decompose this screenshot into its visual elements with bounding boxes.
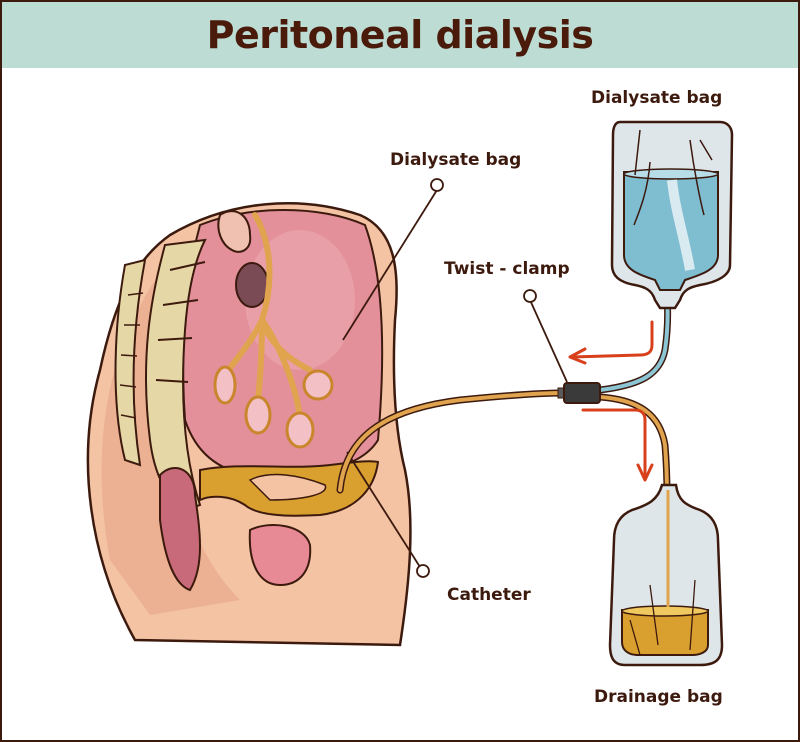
title-bar: Peritoneal dialysis [2, 2, 798, 68]
diagram-title: Peritoneal dialysis [206, 13, 594, 57]
drainage-bag [608, 483, 724, 667]
dialysate-bag [610, 120, 734, 310]
flow-arrows [568, 320, 654, 482]
label-drainage-bag: Drainage bag [594, 687, 723, 707]
label-dialysate-bag-abdomen: Dialysate bag [390, 150, 522, 170]
label-twist-clamp: Twist - clamp [444, 259, 570, 279]
label-catheter: Catheter [447, 585, 531, 605]
twist-clamp [557, 382, 601, 404]
leader-lines [342, 178, 568, 578]
tubing [336, 291, 672, 499]
label-dialysate-bag-top: Dialysate bag [591, 88, 723, 108]
abdomen-cross-section [86, 202, 412, 647]
